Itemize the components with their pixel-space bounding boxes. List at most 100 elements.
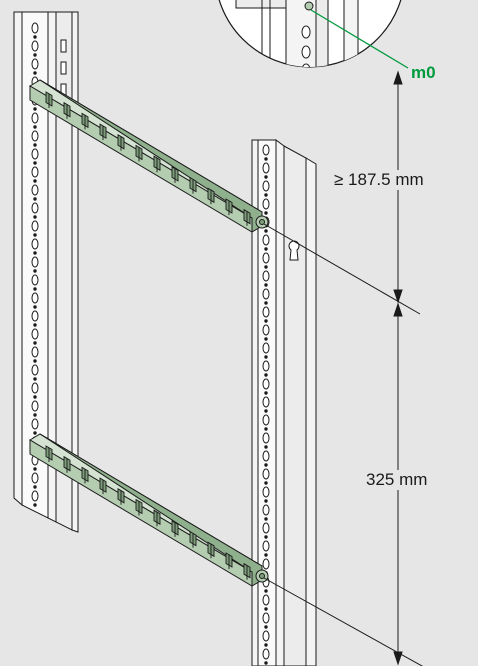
lower-rail-screw	[255, 569, 269, 583]
rack-dot	[264, 427, 268, 431]
rack-dot	[264, 463, 268, 467]
rack-hole	[262, 648, 270, 660]
rack-dot	[33, 359, 37, 363]
rack-dot	[264, 409, 268, 413]
rack-hole	[31, 202, 39, 214]
rack-hole	[262, 360, 270, 372]
rack-dot	[33, 251, 37, 255]
rack-dot	[264, 337, 268, 341]
rack-dot	[264, 445, 268, 449]
rack-dot	[33, 125, 37, 129]
rack-dot	[264, 355, 268, 359]
rack-hole	[31, 112, 39, 124]
rack-hole	[262, 234, 270, 246]
rack-hole	[31, 220, 39, 232]
rack-hole	[31, 256, 39, 268]
rack-dot	[264, 553, 268, 557]
rack-hole	[262, 342, 270, 354]
upper-rail-notches	[45, 91, 251, 226]
rack-dot	[264, 265, 268, 269]
rack-slot	[60, 39, 67, 53]
rack-dot	[33, 323, 37, 327]
rack-hole	[31, 490, 39, 502]
rack-hole	[262, 162, 270, 174]
rack-dot	[264, 499, 268, 503]
rack-dot	[33, 143, 37, 147]
rack-dot	[264, 157, 268, 161]
rack-hole	[31, 382, 39, 394]
rack-hole	[31, 274, 39, 286]
rack-dot	[264, 193, 268, 197]
rack-dot	[264, 535, 268, 539]
rack-hole	[262, 144, 270, 156]
rack-hole	[262, 486, 270, 498]
rack-dot	[264, 319, 268, 323]
rack-dot	[33, 215, 37, 219]
rack-hole	[31, 292, 39, 304]
rack-hole	[262, 504, 270, 516]
rack-dot	[33, 107, 37, 111]
rack-dot	[264, 373, 268, 377]
rack-hole	[31, 184, 39, 196]
rack-dot	[264, 481, 268, 485]
rack-hole	[262, 414, 270, 426]
lower-rail-notches	[45, 445, 251, 580]
rack-dot	[33, 413, 37, 417]
magnifier-detail	[218, 0, 402, 68]
rack-dot	[33, 467, 37, 471]
rack-hole	[262, 612, 270, 624]
rack-dot	[264, 661, 268, 665]
rack-dot	[33, 305, 37, 309]
rack-dot	[264, 211, 268, 215]
rack-dot	[33, 179, 37, 183]
rack-hole	[262, 540, 270, 552]
rack-dot	[33, 377, 37, 381]
rack-hole	[31, 400, 39, 412]
rack-hole	[31, 472, 39, 484]
rack-hole	[31, 58, 39, 70]
rack-hole	[262, 432, 270, 444]
rack-hole	[31, 364, 39, 376]
rack-dot	[33, 35, 37, 39]
rack-slot	[60, 61, 67, 75]
rack-dot	[33, 71, 37, 75]
rack-dot	[33, 431, 37, 435]
rack-hole	[262, 378, 270, 390]
rack-hole	[31, 40, 39, 52]
rack-hole	[31, 166, 39, 178]
extension-line-upper	[263, 223, 421, 315]
rack-hole	[262, 558, 270, 570]
callout-leader	[310, 9, 409, 69]
rack-dot	[264, 517, 268, 521]
rack-hole	[262, 288, 270, 300]
rack-dot	[264, 607, 268, 611]
rack-hole	[262, 252, 270, 264]
rack-dot	[264, 175, 268, 179]
dimension-label-rail-spacing: 325 mm	[362, 470, 432, 490]
left-upright	[13, 11, 79, 533]
rack-dot	[33, 197, 37, 201]
rack-hole	[31, 148, 39, 160]
rack-dot	[33, 287, 37, 291]
rack-hole	[31, 22, 39, 34]
rack-dot	[264, 625, 268, 629]
upper-rail-screw	[255, 215, 269, 229]
rack-hole	[262, 594, 270, 606]
rack-hole	[31, 130, 39, 142]
rack-dot	[264, 589, 268, 593]
rack-dot	[33, 341, 37, 345]
rack-dot	[264, 229, 268, 233]
rack-hole	[262, 270, 270, 282]
rack-hole	[262, 306, 270, 318]
extension-line-lower	[263, 577, 424, 666]
rack-hole	[262, 180, 270, 192]
rack-dot	[264, 247, 268, 251]
rack-hole	[262, 522, 270, 534]
rack-hole	[31, 328, 39, 340]
keyhole-slot	[288, 240, 300, 261]
rack-hole	[262, 450, 270, 462]
rack-hole	[31, 346, 39, 358]
rack-dot	[264, 301, 268, 305]
